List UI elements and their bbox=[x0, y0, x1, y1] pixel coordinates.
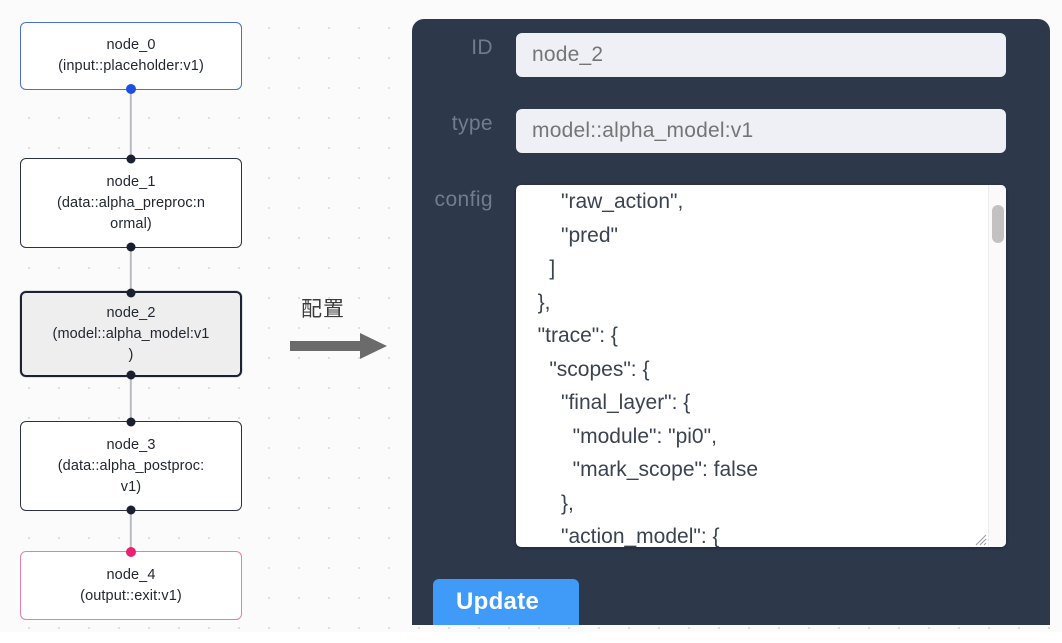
node-handle-source[interactable] bbox=[126, 370, 136, 380]
id-input[interactable] bbox=[516, 33, 1006, 77]
flow-node-label: node_4(output::exit:v1) bbox=[80, 566, 182, 604]
node-handle-target[interactable] bbox=[126, 154, 136, 164]
flow-node-label: node_2(model::alpha_model:v1) bbox=[52, 304, 210, 363]
config-scrollbar-thumb[interactable] bbox=[992, 205, 1004, 243]
flow-node-label: node_3(data::alpha_postproc:v1) bbox=[57, 436, 205, 495]
node-handle-target[interactable] bbox=[126, 547, 136, 557]
node-handle-target[interactable] bbox=[126, 417, 136, 427]
type-field-label: type bbox=[451, 112, 493, 135]
config-scrollbar[interactable] bbox=[988, 185, 1006, 547]
resize-grip-icon[interactable] bbox=[973, 532, 987, 546]
node-handle-source[interactable] bbox=[126, 242, 136, 252]
flow-node-node_0[interactable]: node_0(input::placeholder:v1) bbox=[20, 22, 242, 94]
right-arrow-icon bbox=[290, 333, 387, 359]
flow-node-label: node_0(input::placeholder:v1) bbox=[58, 37, 204, 74]
node-config-panel: ID type config Update bbox=[412, 19, 1050, 625]
annotation-group: 配置 bbox=[290, 295, 400, 365]
config-field-label: config bbox=[434, 188, 493, 211]
canvas-bottom-strip bbox=[0, 632, 1062, 643]
type-input[interactable] bbox=[516, 109, 1006, 153]
edge-node1-node2 bbox=[129, 248, 133, 291]
config-textarea-wrapper bbox=[516, 185, 1006, 547]
node-handle-source[interactable] bbox=[126, 505, 136, 515]
edge-node2-node3 bbox=[129, 377, 133, 421]
config-textarea[interactable] bbox=[516, 185, 988, 547]
flow-node-node_4[interactable]: node_4(output::exit:v1) bbox=[20, 547, 242, 620]
node-handle-target[interactable] bbox=[126, 288, 136, 298]
flow-node-node_3[interactable]: node_3(data::alpha_postproc:v1) bbox=[20, 417, 242, 515]
edge-node0-node1 bbox=[129, 90, 133, 158]
id-field-label: ID bbox=[471, 36, 493, 59]
update-button[interactable]: Update bbox=[433, 579, 579, 625]
annotation-label: 配置 bbox=[301, 297, 345, 321]
node-handle-source[interactable] bbox=[126, 84, 136, 94]
field-row-id: ID bbox=[412, 33, 1006, 77]
field-row-config: config bbox=[412, 185, 1006, 547]
field-row-type: type bbox=[412, 109, 1006, 153]
flow-node-node_2[interactable]: node_2(model::alpha_model:v1) bbox=[20, 288, 242, 380]
edge-node3-node4 bbox=[129, 511, 133, 551]
